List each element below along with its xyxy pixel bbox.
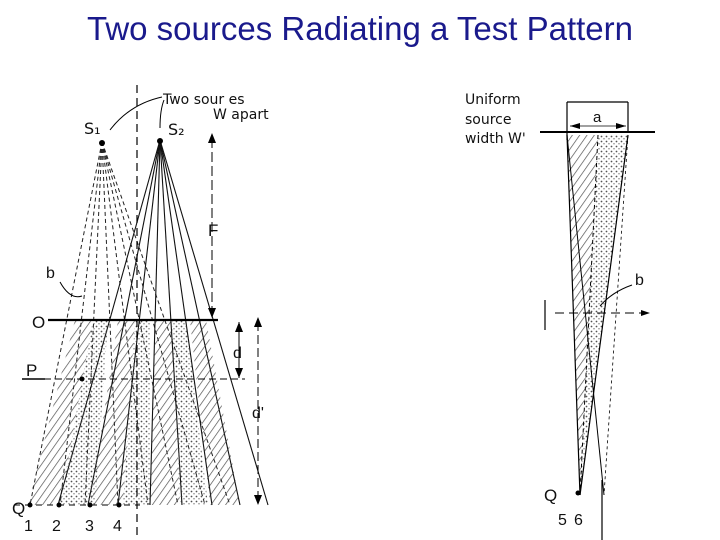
- point-5-label: 5: [558, 512, 567, 529]
- left-diagram: Two sour es W apart S₁ S₂ F b O P Q d d'…: [12, 85, 269, 540]
- source-2-dot: [157, 138, 163, 144]
- source-1-dot: [99, 140, 105, 146]
- separation-caption: W apart: [213, 107, 269, 123]
- plane-q-label: Q: [12, 499, 25, 518]
- plane-o-label: O: [32, 313, 45, 332]
- point-6-label: 6: [574, 512, 583, 529]
- source-caption-line2: source: [465, 112, 512, 128]
- sources-caption: Two sour es: [162, 92, 245, 108]
- beam-left: [567, 135, 598, 495]
- blur-label: b: [46, 265, 55, 282]
- right-blur-label: b: [635, 272, 644, 289]
- point-4-label: 4: [113, 518, 122, 535]
- source-caption-line3: width W': [465, 131, 526, 147]
- slide-title: Two sources Radiating a Test Pattern: [86, 10, 633, 47]
- source-caption-line1: Uniform: [465, 92, 521, 108]
- beam-fills: [28, 320, 240, 505]
- distance-d-label: d: [233, 345, 242, 362]
- point-3-label: 3: [85, 518, 94, 535]
- point-1-label: 1: [24, 518, 33, 535]
- source-2-label: S₂: [168, 120, 185, 139]
- point-2-label: 2: [52, 518, 61, 535]
- right-diagram: Uniform source width W' a b Q 5 6: [465, 92, 655, 540]
- plane-p-label: P: [26, 361, 37, 380]
- source-1-label: S₁: [84, 119, 101, 138]
- right-plane-q-label: Q: [544, 486, 557, 505]
- focal-label: F: [208, 221, 218, 240]
- aperture-label: a: [593, 109, 602, 126]
- distance-d-prime-label: d': [252, 405, 264, 422]
